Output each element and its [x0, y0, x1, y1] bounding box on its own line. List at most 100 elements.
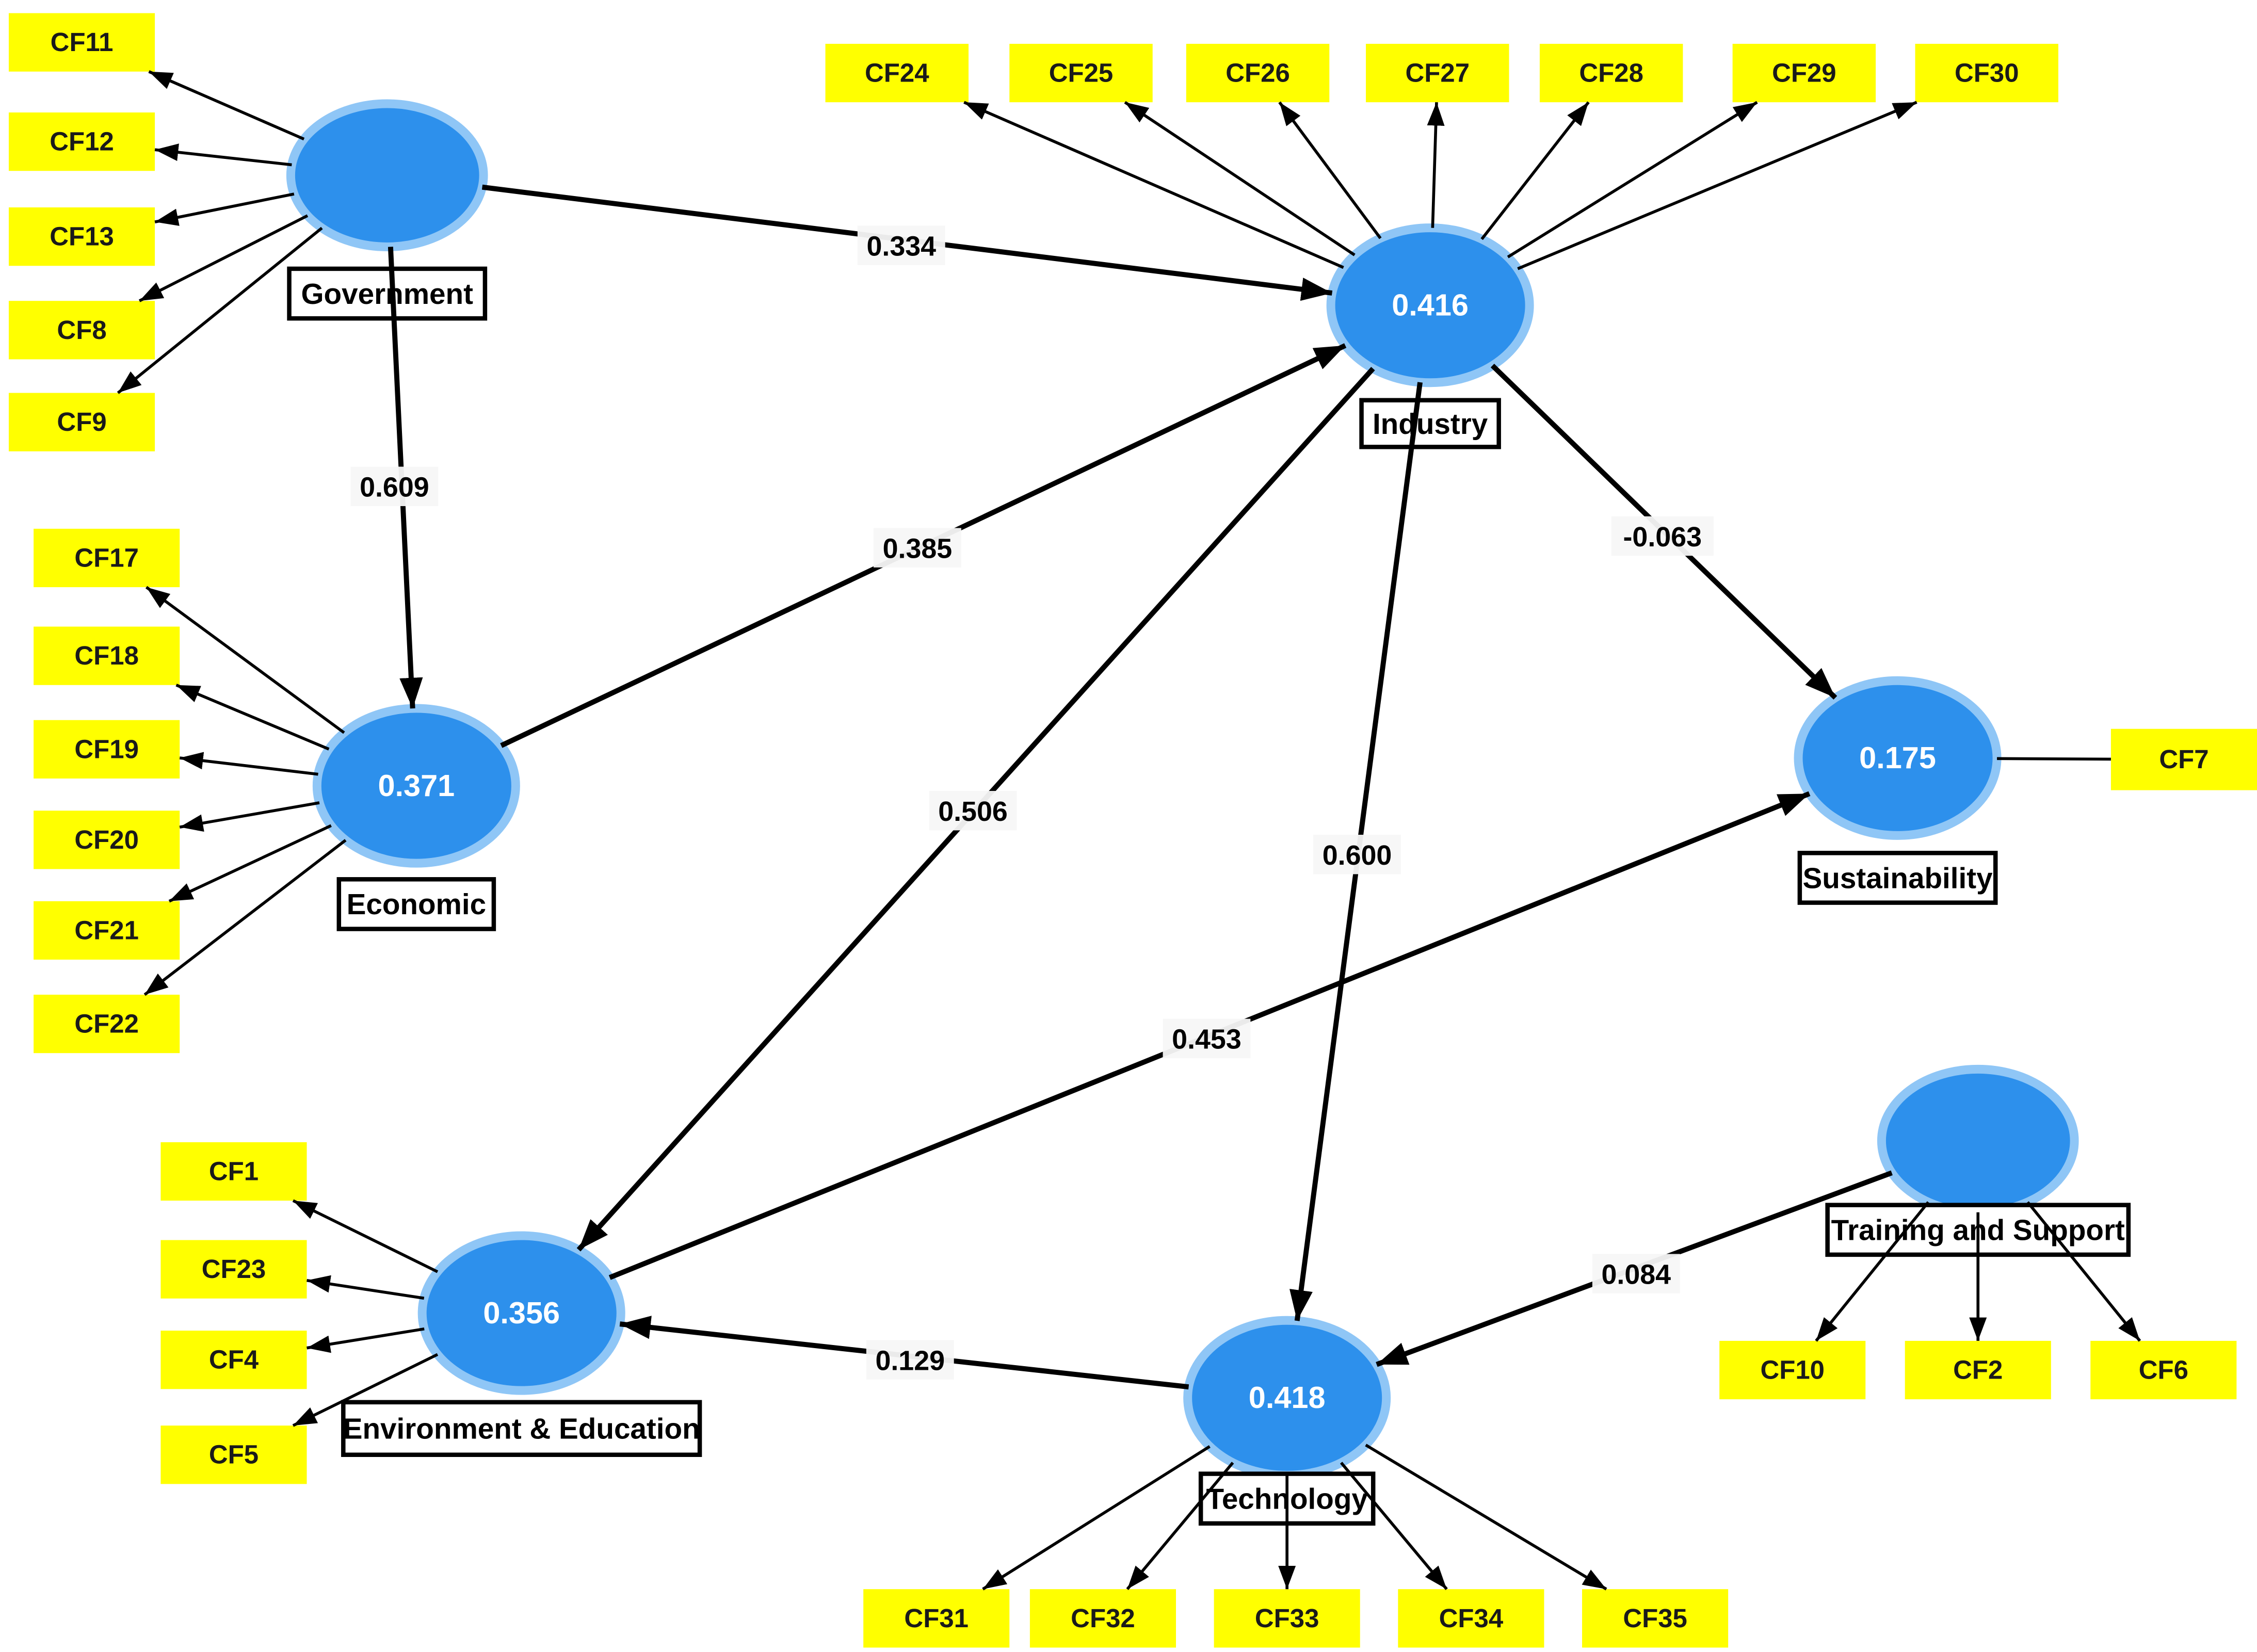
- measurement-path-industry-CF29: [1507, 101, 1758, 258]
- coef-label-government-economic: 0.609: [360, 472, 429, 503]
- coef-label-technology-environment: 0.129: [875, 1346, 945, 1376]
- coef-label-bg-technology-environment: [866, 1340, 954, 1380]
- measurement-path-economic-CF17: [145, 586, 345, 734]
- indicator-CF11-label: CF11: [51, 27, 114, 57]
- indicator-CF35-box: [1582, 1589, 1729, 1648]
- indicator-CF28-label: CF28: [1579, 58, 1643, 88]
- indicator-CF6-label: CF6: [2139, 1355, 2188, 1385]
- indicator-CF7-box: [2110, 728, 2257, 790]
- latent-government-label-box: [287, 266, 488, 321]
- indicator-CF11-box: [8, 13, 155, 72]
- indicator-CF4-box: [160, 1331, 307, 1389]
- measurement-path-training-CF10: [1815, 1201, 1930, 1342]
- indicator-CF26-box: [1186, 43, 1330, 103]
- indicator-CF5-box: [160, 1426, 307, 1484]
- indicator-CF23-box: [160, 1240, 307, 1299]
- indicator-CF25-box: [1009, 43, 1153, 103]
- coef-label-economic-industry: 0.385: [883, 533, 953, 564]
- indicator-CF24-label: CF24: [865, 58, 929, 88]
- measurement-path-economic-CF22: [143, 839, 347, 996]
- indicator-CF18-box: [34, 626, 180, 685]
- measurement-path-technology-CF32: [1126, 1462, 1234, 1591]
- indicator-CF24-box: [825, 43, 969, 103]
- latent-environment-label: Environment & Education: [343, 1413, 700, 1445]
- measurement-path-environment-CF1: [292, 1199, 439, 1273]
- indicator-CF10-label: CF10: [1760, 1355, 1825, 1385]
- indicator-CF35-label: CF35: [1623, 1604, 1687, 1633]
- indicator-CF2-label: CF2: [1953, 1355, 2003, 1385]
- indicator-CF33-label: CF33: [1255, 1604, 1319, 1633]
- measurement-path-government-CF12: [154, 143, 292, 167]
- indicator-CF9-label: CF9: [57, 407, 106, 436]
- coef-label-bg-government-economic: [350, 466, 439, 506]
- measurement-path-technology-CF34: [1340, 1462, 1448, 1591]
- indicator-CF1-box: [160, 1142, 307, 1201]
- indicator-CF27-label: CF27: [1405, 58, 1470, 88]
- indicator-CF34-box: [1398, 1589, 1544, 1648]
- latent-economic-label-box: [336, 877, 496, 931]
- latent-sustainability-label-box: [1797, 851, 1998, 905]
- indicator-CF5-label: CF5: [209, 1440, 259, 1469]
- indicator-CF12-box: [8, 112, 155, 171]
- indicator-CF25-label: CF25: [1049, 58, 1114, 88]
- indicator-CF20-label: CF20: [74, 825, 139, 854]
- latent-government-ellipse: [286, 99, 488, 251]
- latent-environment-rsquare: 0.356: [483, 1295, 560, 1330]
- indicator-CF8-box: [8, 301, 155, 360]
- measurement-path-industry-CF24: [963, 101, 1344, 269]
- latent-sustainability-rsquare: 0.175: [1859, 740, 1936, 775]
- measurement-path-technology-CF35: [1365, 1444, 1607, 1591]
- coef-label-industry-technology: 0.600: [1323, 840, 1392, 871]
- measurement-path-government-CF8: [138, 214, 309, 302]
- indicator-CF22-box: [34, 994, 180, 1054]
- indicator-CF8-label: CF8: [57, 315, 106, 345]
- indicator-CF1-label: CF1: [209, 1157, 259, 1186]
- coef-label-bg-environment-sustainability: [1163, 1018, 1251, 1059]
- indicator-CF13-box: [8, 207, 155, 266]
- indicator-CF19-label: CF19: [74, 734, 139, 764]
- coef-label-industry-sustainability: -0.063: [1623, 522, 1702, 553]
- measurement-path-economic-CF21: [168, 824, 332, 903]
- measurement-path-economic-CF18: [175, 684, 330, 751]
- latent-sustainability-label: Sustainability: [1803, 862, 1993, 894]
- indicator-CF7-label: CF7: [2159, 744, 2208, 774]
- indicator-CF13-label: CF13: [50, 222, 114, 251]
- coef-label-bg-economic-industry: [873, 528, 961, 568]
- measurement-path-economic-CF19: [179, 752, 318, 776]
- measurement-path-economic-CF20: [179, 801, 320, 832]
- indicator-CF31-label: CF31: [904, 1604, 969, 1633]
- latent-industry-label-box: [1359, 398, 1501, 449]
- indicator-CF33-box: [1214, 1589, 1360, 1648]
- measurement-path-technology-CF31: [982, 1445, 1211, 1591]
- coef-label-government-industry: 0.334: [866, 231, 936, 262]
- indicator-CF30-box: [1915, 43, 2058, 103]
- indicator-CF30-label: CF30: [1955, 58, 2019, 88]
- measurement-path-industry-CF27: [1427, 102, 1445, 228]
- indicator-CF31-box: [863, 1589, 1010, 1648]
- coef-label-bg-government-industry: [857, 225, 945, 265]
- measurement-path-industry-CF25: [1124, 101, 1356, 256]
- coef-label-environment-sustainability: 0.453: [1172, 1024, 1242, 1055]
- indicator-CF6-box: [2090, 1340, 2237, 1400]
- layer-coefficient-labels: 0.3340.6090.385-0.0630.5060.6000.4530.08…: [350, 225, 1714, 1380]
- measurement-path-industry-CF26: [1278, 101, 1382, 239]
- indicator-CF34-label: CF34: [1439, 1604, 1504, 1633]
- indicator-CF27-box: [1366, 43, 1509, 103]
- latent-environment-ellipse: [417, 1231, 625, 1395]
- latent-environment-label-box: [341, 1400, 702, 1457]
- indicator-CF2-box: [1905, 1340, 2051, 1400]
- latent-industry-label: Industry: [1373, 408, 1488, 440]
- coef-label-bg-industry-environment: [929, 791, 1017, 831]
- indicator-CF10-box: [1719, 1340, 1866, 1400]
- measurement-path-government-CF9: [117, 226, 323, 394]
- coef-label-bg-training-technology: [1592, 1254, 1680, 1293]
- indicator-CF26-label: CF26: [1226, 58, 1290, 88]
- coef-label-bg-industry-technology: [1313, 834, 1401, 874]
- indicator-CF22-label: CF22: [74, 1009, 139, 1039]
- latent-industry-ellipse: [1326, 223, 1534, 387]
- latent-sustainability-ellipse: [1794, 676, 2002, 840]
- indicator-CF12-label: CF12: [50, 127, 114, 156]
- indicator-CF23-label: CF23: [202, 1254, 266, 1284]
- indicator-CF9-box: [8, 393, 155, 451]
